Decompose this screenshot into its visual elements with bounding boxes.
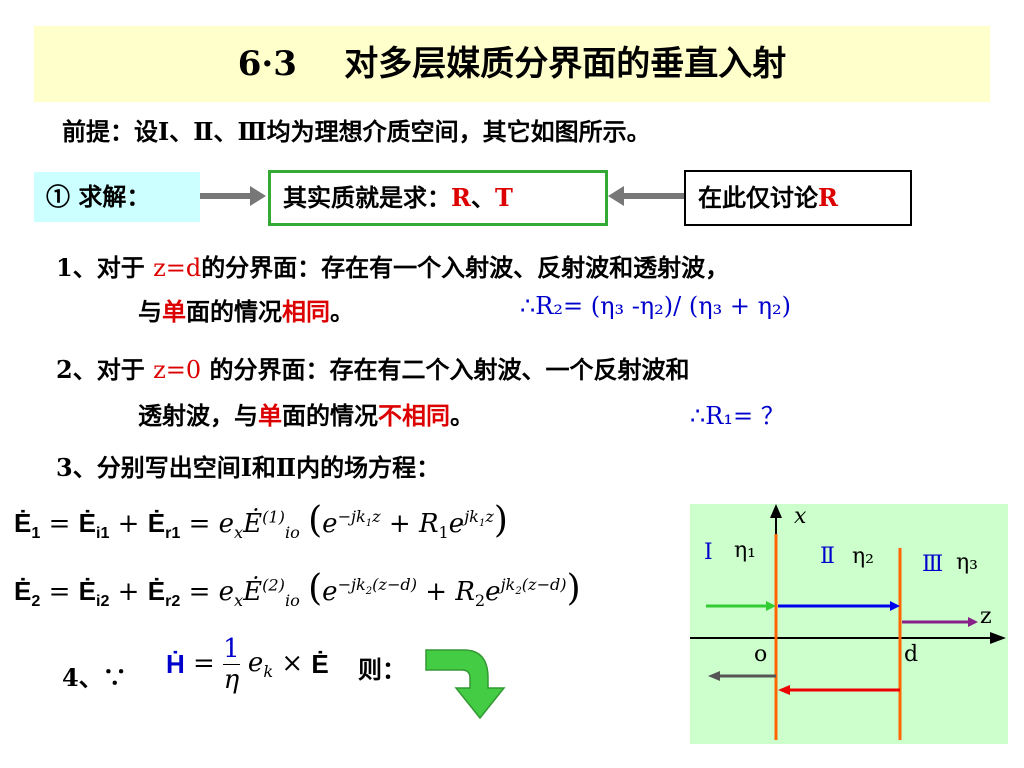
diagram-svg [690,504,1006,740]
solve-label-box: ① 求解： [34,172,200,222]
item2-l2-red1: 单 [258,401,282,430]
item2-cond: z=0 [153,356,202,384]
item2-l2-pre: 透射波，与 [138,401,258,430]
item1-l2-pre: 与 [138,297,162,326]
item1-line2: 与单面的情况相同。 [138,292,354,327]
d-label: d [904,642,919,667]
essence-prefix: 其实质就是求： [283,183,451,212]
item3-text: 3、分别写出空间Ⅰ和Ⅱ内的场方程： [56,453,441,482]
item1-post: 的分界面：存在有一个入射波、反射波和透射波， [201,253,730,282]
premise-text: 前提：设Ⅰ、Ⅱ、Ⅲ均为理想介质空间，其它如图所示。 [62,117,651,146]
item2-l2-mid: 面的情况 [282,401,378,430]
item1-line1: 1、对于 z=d的分界面：存在有一个入射波、反射波和透射波， [56,248,729,283]
section-title: 对多层媒质分界面的垂直入射 [344,44,787,84]
eta2-label: η₂ [852,544,874,569]
item2-l2-red2: 不相同 [378,401,450,430]
item2-l2-post: 。 [450,401,474,430]
region3-label: Ⅲ [922,552,944,577]
curved-arrow-icon [425,649,506,720]
item1-l2-red2: 相同 [282,297,330,326]
essence-sep: 、 [470,183,495,212]
x-axis-label: x [794,504,807,529]
essence-r: R [451,183,471,212]
section-number: 6·3 [237,44,297,84]
item1-l2-red1: 单 [162,297,186,326]
eta1-label: η₁ [734,538,756,563]
item4-then: 则： [358,655,406,684]
essence-box: 其实质就是求：R、T [268,170,608,226]
discuss-r: R [818,183,838,212]
eta3-label: η₃ [956,550,978,575]
item1-cond: z=d [153,254,202,282]
arrow-left-icon [608,186,684,206]
item2-post: 的分界面：存在有二个入射波、一个反射波和 [201,355,690,384]
discuss-box: 在此仅讨论R [684,170,912,226]
arrow-right-icon [200,186,266,206]
item2-pre: 2、对于 [56,355,154,384]
equation-e1: Ė1 = Ėi1 + Ėr1 = exĖ(1)io (e−jk1z + R1ej… [14,500,508,543]
item2-line2: 透射波，与单面的情况不相同。 [138,396,474,431]
item1-pre: 1、对于 [56,253,154,282]
origin-label: o [754,642,768,667]
z-axis-label: z [980,604,992,629]
item4-label: 4、∵ [62,663,127,692]
page-title: 6·3 对多层媒质分界面的垂直入射 [34,26,990,102]
essence-t: T [494,183,513,212]
region2-label: Ⅱ [820,544,835,569]
discuss-prefix: 在此仅讨论 [698,183,818,212]
equation-e2: Ė2 = Ėi2 + Ėr2 = exĖ(2)io (e−jk2(z−d) + … [14,568,581,611]
item2-result: ∴R₁= ？ [690,402,785,430]
layer-diagram: x Ⅰ η₁ Ⅱ η₂ Ⅲ η₃ z o d [690,504,1008,744]
item1-l2-post: 。 [330,297,354,326]
item1-result: ∴R₂= (η₃ -η₂)/ (η₃ + η₂) [520,292,791,320]
item2-line1: 2、对于 z=0 的分界面：存在有二个入射波、一个反射波和 [56,350,689,385]
region1-label: Ⅰ [704,540,713,565]
item1-l2-mid: 面的情况 [186,297,282,326]
title-band: 6·3 对多层媒质分界面的垂直入射 [34,26,990,102]
